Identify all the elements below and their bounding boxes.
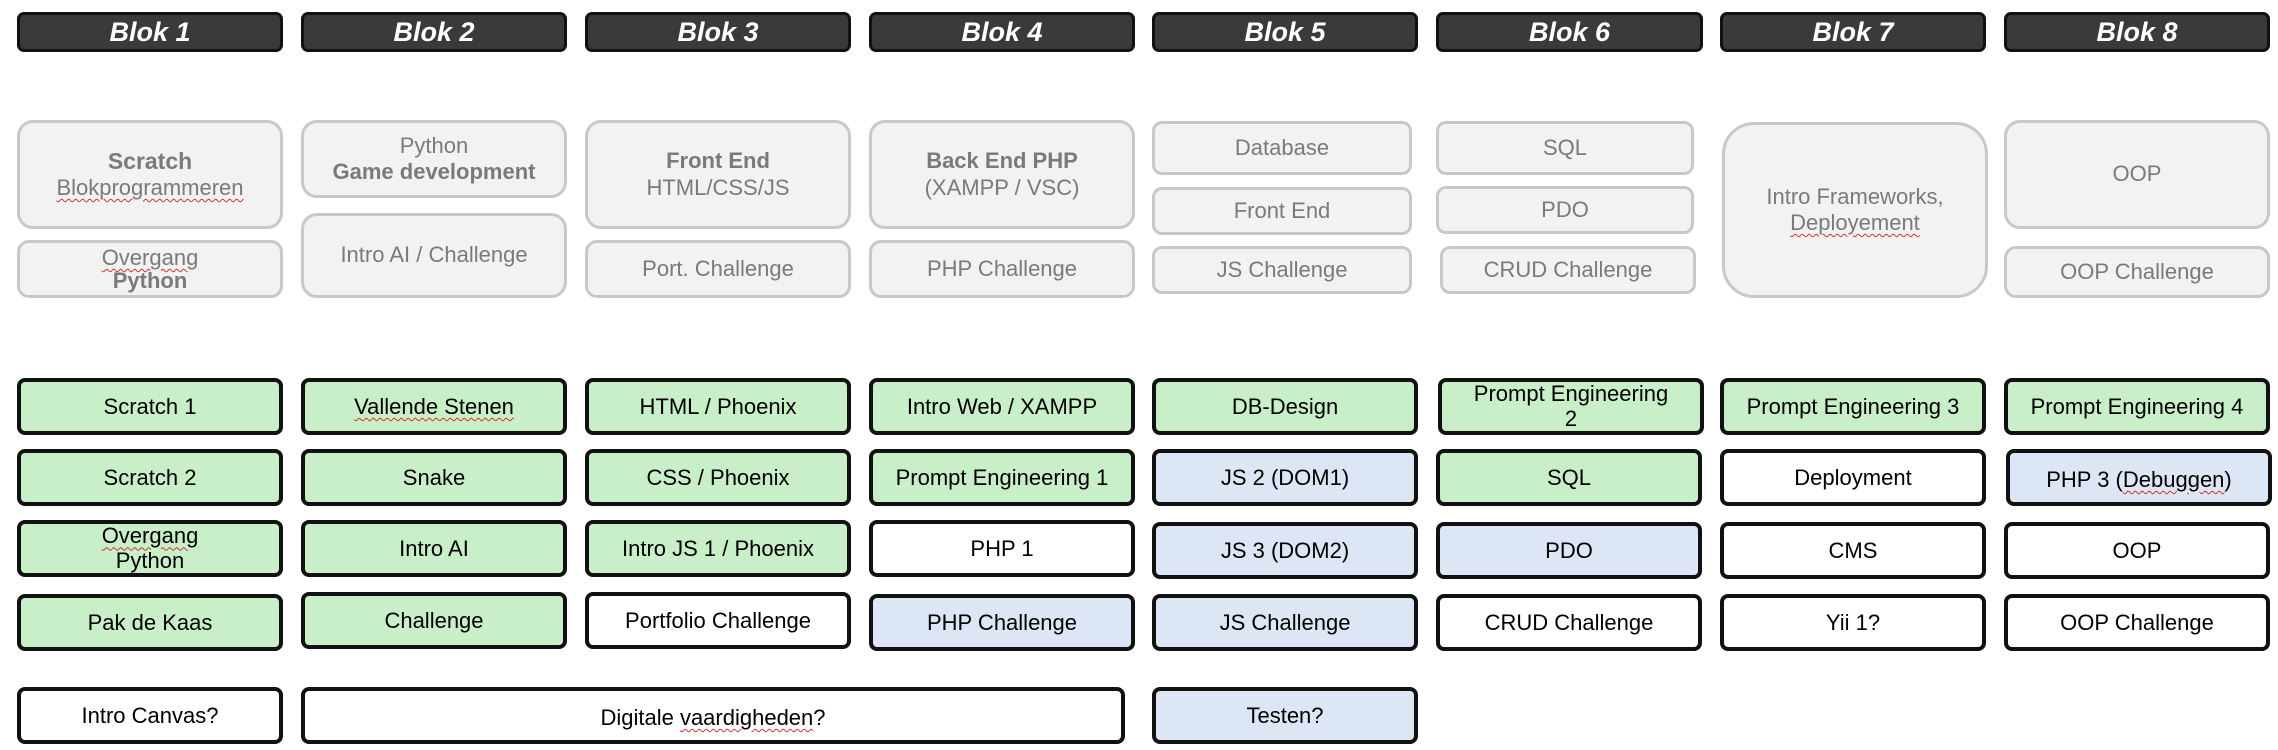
- lesson-html-phoenix: HTML / Phoenix: [585, 378, 851, 435]
- overview-pdo: PDO: [1436, 186, 1694, 234]
- overview-back-end-title: Back End PHP: [926, 148, 1078, 174]
- lesson-overgang-python: Overgang Python: [17, 520, 283, 577]
- overview-intro-ai-challenge: Intro AI / Challenge: [301, 213, 567, 298]
- lesson-js-3-dom2: JS 3 (DOM2): [1152, 522, 1418, 579]
- overview-overgang: Overgang Python: [17, 240, 283, 298]
- overview-js-challenge: JS Challenge: [1152, 246, 1412, 294]
- lesson-prompt-engineering-4: Prompt Engineering 4: [2004, 378, 2270, 435]
- lesson-php-3-prefix: PHP 3 (: [2046, 467, 2123, 492]
- lesson-intro-ai: Intro AI: [301, 520, 567, 577]
- overview-overgang-label: Overgang: [101, 244, 199, 270]
- overview-deployement: Deployement: [1790, 210, 1920, 235]
- lesson-debuggen: Debuggen: [2122, 467, 2225, 492]
- overview-crud-challenge: CRUD Challenge: [1440, 246, 1696, 294]
- lesson-db-design: DB-Design: [1152, 378, 1418, 435]
- lesson-yii-1: Yii 1?: [1720, 594, 1986, 651]
- overview-back-end-php: Back End PHP (XAMPP / VSC): [869, 120, 1135, 229]
- lesson-prompt-engineering-1: Prompt Engineering 1: [869, 449, 1135, 506]
- lesson-pdo: PDO: [1436, 522, 1702, 579]
- digitale-label: Digitale: [600, 705, 680, 730]
- lesson-vallende-stenen-label: Vallende Stenen: [354, 393, 514, 419]
- overview-front-end-5: Front End: [1152, 187, 1412, 235]
- blok-3-header: Blok 3: [585, 12, 851, 52]
- overview-python-game: Python Game development: [301, 120, 567, 198]
- digitale-vaardigheden: Digitale vaardigheden?: [301, 687, 1125, 744]
- lesson-scratch-1: Scratch 1: [17, 378, 283, 435]
- lesson-portfolio-challenge: Portfolio Challenge: [585, 592, 851, 649]
- lesson-cms: CMS: [1720, 522, 1986, 579]
- lesson-js-challenge: JS Challenge: [1152, 594, 1418, 651]
- overview-intro-frameworks: Intro Frameworks, Deployement: [1722, 122, 1988, 298]
- intro-canvas: Intro Canvas?: [17, 687, 283, 744]
- lesson-prompt-engineering-2-line1: Prompt Engineering: [1473, 381, 1669, 407]
- blok-2-header: Blok 2: [301, 12, 567, 52]
- overview-game-development: Game development: [332, 159, 536, 184]
- testen: Testen?: [1152, 687, 1418, 744]
- lesson-oop: OOP: [2004, 522, 2270, 579]
- overview-python: Python: [399, 132, 469, 158]
- overview-overgang-python: Python: [112, 268, 188, 293]
- lesson-php-1: PHP 1: [869, 520, 1135, 577]
- overview-sql: SQL: [1436, 121, 1694, 175]
- blok-6-header: Blok 6: [1436, 12, 1703, 52]
- lesson-pak-de-kaas: Pak de Kaas: [17, 594, 283, 651]
- lesson-vallende-stenen: Vallende Stenen: [301, 378, 567, 435]
- overview-oop: OOP: [2004, 120, 2270, 229]
- overview-php-challenge: PHP Challenge: [869, 240, 1135, 298]
- overview-scratch-sub: Blokprogrammeren: [56, 175, 244, 201]
- blok-4-header: Blok 4: [869, 12, 1135, 52]
- lesson-php-3-suffix: ): [2224, 467, 2232, 492]
- blok-1-header: Blok 1: [17, 12, 283, 52]
- blok-8-header: Blok 8: [2004, 12, 2270, 52]
- lesson-sql: SQL: [1436, 449, 1702, 506]
- overview-front-end: Front End HTML/CSS/JS: [585, 120, 851, 229]
- lesson-challenge: Challenge: [301, 592, 567, 649]
- overview-html-css-js: HTML/CSS/JS: [646, 174, 790, 200]
- lesson-prompt-engineering-3: Prompt Engineering 3: [1720, 378, 1986, 435]
- lesson-css-phoenix: CSS / Phoenix: [585, 449, 851, 506]
- blok-7-header: Blok 7: [1720, 12, 1986, 52]
- overview-xampp-vsc: (XAMPP / VSC): [924, 174, 1080, 200]
- question-mark: ?: [813, 705, 826, 730]
- overview-database: Database: [1152, 121, 1412, 175]
- lesson-prompt-engineering-2: Prompt Engineering 2: [1438, 378, 1704, 435]
- lesson-snake: Snake: [301, 449, 567, 506]
- overview-intro-frameworks-line1: Intro Frameworks,: [1766, 183, 1944, 209]
- lesson-overgang-label: Overgang: [101, 523, 199, 549]
- lesson-intro-web-xampp: Intro Web / XAMPP: [869, 378, 1135, 435]
- lesson-crud-challenge: CRUD Challenge: [1436, 594, 1702, 651]
- overview-scratch: Scratch Blokprogrammeren: [17, 120, 283, 229]
- lesson-deployment: Deployment: [1720, 449, 1986, 506]
- blok-5-header: Blok 5: [1152, 12, 1418, 52]
- lesson-intro-js-phoenix: Intro JS 1 / Phoenix: [585, 520, 851, 577]
- overview-front-end-title: Front End: [666, 148, 770, 174]
- lesson-php-3-debuggen: PHP 3 (Debuggen): [2006, 449, 2272, 506]
- overview-oop-challenge: OOP Challenge: [2004, 246, 2270, 298]
- overview-scratch-title: Scratch: [107, 147, 193, 174]
- lesson-oop-challenge: OOP Challenge: [2004, 594, 2270, 651]
- vaardigheden-label: vaardigheden: [679, 705, 814, 730]
- lesson-overgang-python-label: Python: [115, 547, 185, 573]
- lesson-scratch-2: Scratch 2: [17, 449, 283, 506]
- lesson-js-2-dom1: JS 2 (DOM1): [1152, 449, 1418, 506]
- lesson-prompt-engineering-2-line2: 2: [1564, 405, 1578, 431]
- overview-port-challenge: Port. Challenge: [585, 240, 851, 298]
- lesson-php-challenge: PHP Challenge: [869, 594, 1135, 651]
